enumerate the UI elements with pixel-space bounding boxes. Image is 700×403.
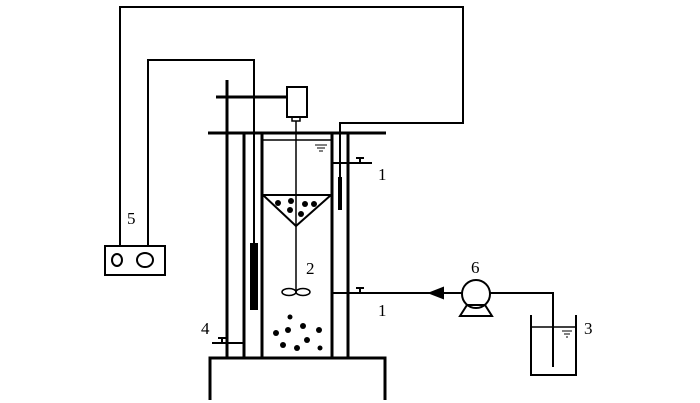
impeller: [281, 287, 311, 297]
settling-funnel: [260, 194, 334, 228]
probe-left: [250, 243, 258, 310]
pump-icon: [458, 279, 494, 317]
label-controller: 5: [127, 209, 136, 228]
motor: [286, 86, 308, 118]
label-stirrer: 2: [306, 259, 315, 278]
label-feed-tank: 3: [584, 319, 593, 338]
particles: [273, 198, 323, 351]
support-stand: [208, 80, 386, 358]
controller-box: [104, 245, 166, 276]
water-level-icon: [315, 144, 327, 152]
label-outlet-upper: 1: [378, 165, 387, 184]
drain-valve: [212, 337, 244, 344]
feed-tank: [530, 315, 577, 376]
label-drain-valve: 4: [201, 319, 210, 338]
reactor-walls: [242, 133, 350, 358]
probe-right: [338, 177, 342, 210]
label-outlet-lower: 1: [378, 301, 387, 320]
label-pump: 6: [471, 258, 480, 277]
outlet-valve-upper: [332, 157, 372, 164]
inlet-pipe: [332, 286, 554, 367]
base: [208, 356, 387, 400]
